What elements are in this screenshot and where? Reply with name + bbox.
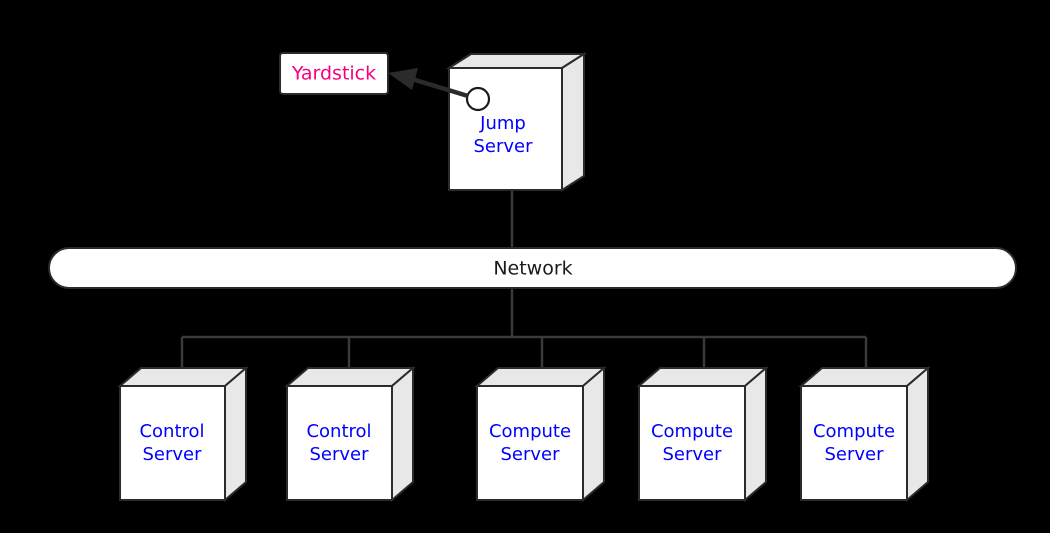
server-1-front-face — [119, 385, 226, 501]
arrow-jumpserver-to-yardstick — [388, 68, 469, 99]
yardstick-label: Yardstick — [291, 63, 376, 85]
node-server-1[interactable]: Control Server — [117, 365, 249, 503]
node-server-4[interactable]: Compute Server — [636, 365, 769, 503]
jump-server-front-face — [448, 67, 563, 191]
server-5-side-face — [906, 365, 929, 503]
node-jump-server[interactable]: Jump Server — [445, 52, 588, 192]
server-5-label-line2: Server — [824, 444, 884, 465]
node-server-2[interactable]: Control Server — [284, 365, 416, 503]
server-4-front-face — [638, 385, 746, 501]
node-server-5[interactable]: Compute Server — [798, 365, 931, 503]
server-1-side-face — [224, 365, 247, 503]
network-pill — [48, 247, 1017, 289]
server-1-label-line2: Server — [142, 444, 202, 465]
server-4-side-face — [744, 365, 767, 503]
server-3-label-line2: Server — [500, 444, 560, 465]
jump-server-label-line1: Jump — [479, 113, 526, 134]
arrow-head-icon — [388, 68, 418, 90]
server-3-label-line1: Compute — [489, 421, 571, 442]
node-yardstick[interactable]: Yardstick — [279, 52, 389, 95]
network-label: Network — [493, 258, 572, 280]
server-2-label-line2: Server — [309, 444, 369, 465]
node-server-3[interactable]: Compute Server — [474, 365, 607, 503]
server-2-front-face — [286, 385, 393, 501]
server-3-front-face — [476, 385, 584, 501]
server-2-label-line1: Control — [306, 421, 371, 442]
arrow-shaft — [411, 76, 469, 99]
node-network[interactable]: Network — [48, 247, 1017, 289]
yardstick-box — [279, 52, 389, 95]
server-2-side-face — [391, 365, 414, 503]
server-4-label-line1: Compute — [651, 421, 733, 442]
server-4-label-line2: Server — [662, 444, 722, 465]
server-5-label-line1: Compute — [813, 421, 895, 442]
server-3-side-face — [582, 365, 605, 503]
server-1-label-line1: Control — [139, 421, 204, 442]
server-5-front-face — [800, 385, 908, 501]
jump-server-side-face — [561, 52, 585, 192]
jump-server-label-line2: Server — [473, 136, 533, 157]
circle-port-icon[interactable] — [465, 86, 491, 112]
